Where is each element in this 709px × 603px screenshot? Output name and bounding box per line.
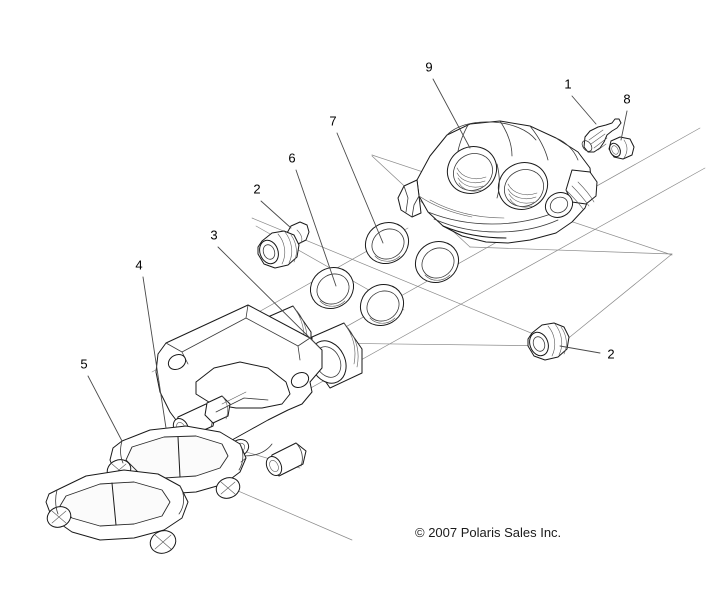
callout-1: 1 (564, 76, 571, 91)
copyright-notice: © 2007 Polaris Sales Inc. (415, 525, 561, 540)
callout-7: 6 (288, 150, 295, 165)
part-seal-ring-inner-b (359, 283, 405, 327)
callout-2-left: 2 (253, 181, 260, 196)
callout-5: 5 (80, 356, 87, 371)
leader-lines (87, 78, 628, 442)
part-dust-boot-left (257, 221, 310, 269)
part-caliper-body (397, 120, 598, 244)
part-seal-ring-outer-b (414, 240, 460, 284)
part-dust-boot-right (527, 322, 570, 361)
part-bleeder-screw (581, 118, 622, 153)
callout-4: 4 (135, 257, 142, 272)
part-seal-ring-outer-a (364, 221, 410, 265)
part-seal-ring-inner-a (309, 266, 355, 310)
callout-3: 3 (210, 227, 217, 242)
callout-labels: 9 1 8 7 6 2 3 4 5 2 (80, 59, 630, 371)
callout-8: 7 (329, 113, 336, 128)
callout-2-right: 2 (607, 346, 614, 361)
callout-9: 9 (425, 59, 432, 74)
part-bleeder-cap (608, 136, 635, 160)
part-brake-pad-lower (45, 469, 189, 554)
callout-6: 8 (623, 91, 630, 106)
